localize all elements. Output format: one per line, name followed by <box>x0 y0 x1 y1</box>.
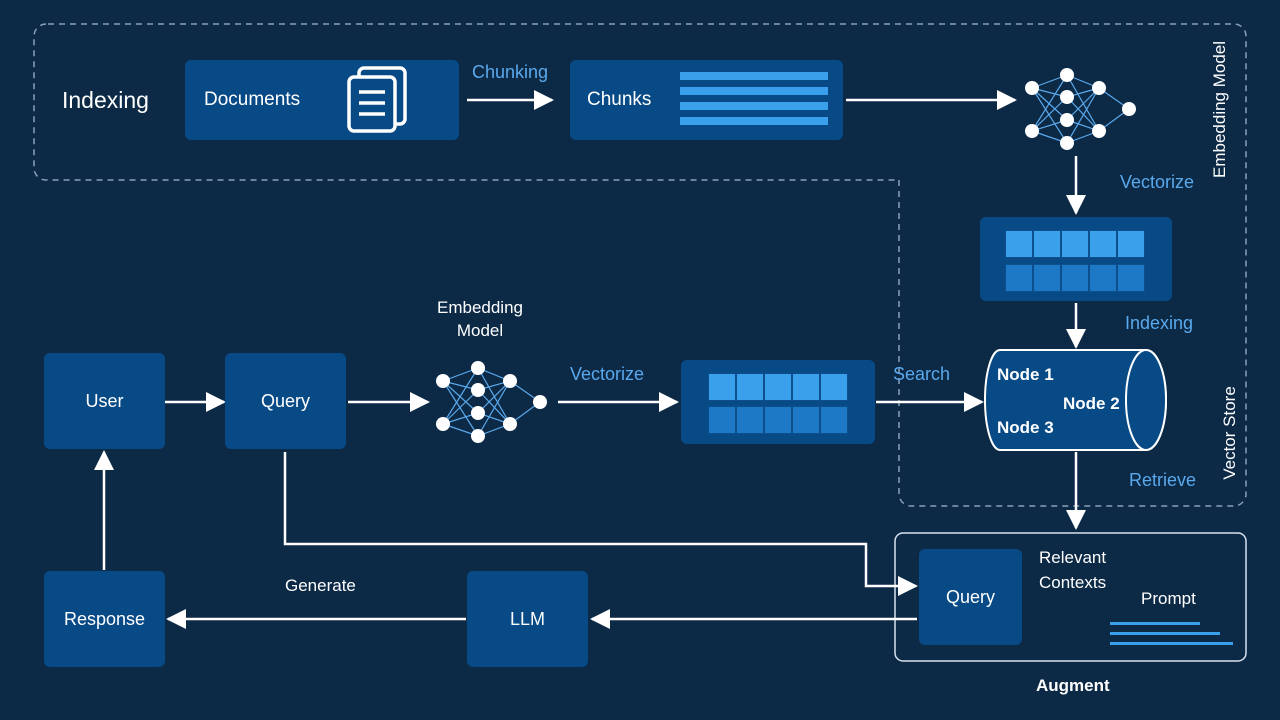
vector-row <box>708 373 848 401</box>
neural-network-icon <box>436 361 547 443</box>
chunk-bar <box>680 102 828 110</box>
embedding-model-label-line1: Embedding <box>436 298 523 317</box>
embedding-model-side-label: Embedding Model <box>1210 40 1229 178</box>
chunks-label: Chunks <box>587 89 652 110</box>
embedding-model-label: Embedding Model <box>420 296 540 342</box>
relevant-contexts-line1: Relevant <box>1039 548 1107 567</box>
neural-network-icon <box>1025 68 1136 150</box>
augment-query-label: Query <box>945 586 996 607</box>
node-2-label: Node 2 <box>1063 394 1120 413</box>
retrieve-label: Retrieve <box>1129 470 1197 490</box>
vectorize-label: Vectorize <box>1120 172 1195 192</box>
prompt-line <box>1110 642 1233 645</box>
vector-row <box>708 406 848 434</box>
response-node: Response <box>44 571 165 667</box>
augment-query-node: Query <box>919 549 1022 645</box>
documents-node: Documents <box>185 60 459 140</box>
response-label: Response <box>63 608 146 629</box>
vector-store-cylinder-icon <box>984 349 1167 451</box>
user-node: User <box>44 353 165 449</box>
vector-row <box>1005 264 1145 292</box>
embedding-model-label-line2: Model <box>456 321 504 340</box>
indexing-region-border <box>33 23 1247 190</box>
chunk-bar <box>680 72 828 80</box>
chunking-label: Chunking <box>472 62 549 82</box>
documents-icon <box>347 66 407 133</box>
query-vectorize-label: Vectorize <box>570 364 645 384</box>
relevant-contexts-label: Relevant Contexts <box>1039 545 1106 595</box>
query-node: Query <box>225 353 346 449</box>
chunk-bar <box>680 117 828 125</box>
generate-label: Generate <box>285 576 356 595</box>
arrow-query-to-augment <box>283 452 918 596</box>
search-label: Search <box>893 364 951 384</box>
node-3-label: Node 3 <box>997 418 1054 437</box>
prompt-line <box>1110 632 1220 635</box>
augment-region-border <box>894 532 1247 662</box>
vector-row <box>1005 230 1145 258</box>
node-1-label: Node 1 <box>997 365 1054 384</box>
prompt-label: Prompt <box>1141 589 1196 608</box>
user-label: User <box>85 390 124 411</box>
prompt-line <box>1110 622 1200 625</box>
indexing-arrow-label: Indexing <box>1125 313 1194 333</box>
chunk-bar <box>680 87 828 95</box>
augment-label: Augment <box>1036 676 1110 695</box>
relevant-contexts-line2: Contexts <box>1039 573 1107 592</box>
llm-node: LLM <box>467 571 588 667</box>
llm-label: LLM <box>509 608 545 629</box>
vector-store-side-label: Vector Store <box>1220 386 1239 480</box>
query-label: Query <box>260 390 311 411</box>
documents-label: Documents <box>204 89 301 110</box>
indexing-section-label: Indexing <box>62 87 149 113</box>
